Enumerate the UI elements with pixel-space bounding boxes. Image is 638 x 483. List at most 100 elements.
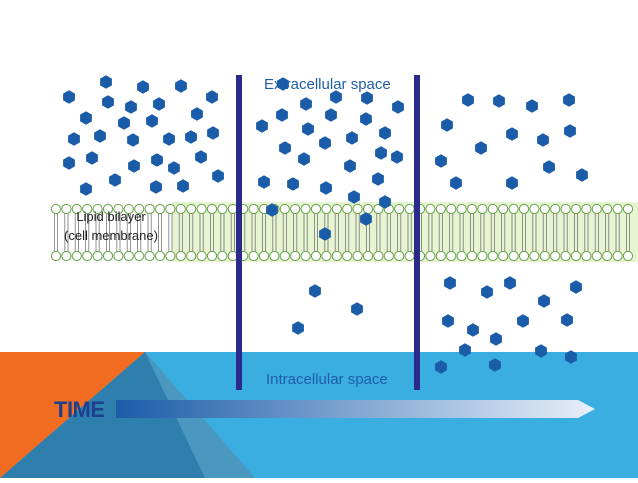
molecule	[279, 141, 291, 155]
lipid-head	[560, 203, 571, 215]
molecule	[127, 133, 139, 147]
molecule	[163, 132, 175, 146]
lipid-head	[248, 250, 259, 262]
molecule	[435, 154, 447, 168]
molecule	[185, 130, 197, 144]
lipid-head	[61, 203, 72, 215]
lipid-head	[342, 250, 353, 262]
lipid-head	[300, 203, 311, 215]
molecule	[146, 114, 158, 128]
molecule	[467, 323, 479, 337]
molecule	[475, 141, 487, 155]
molecule	[563, 93, 575, 107]
lipid-head	[290, 250, 301, 262]
lipid-head	[466, 203, 478, 215]
lipid-head	[82, 203, 93, 215]
lipid-head	[508, 250, 519, 262]
molecule	[276, 108, 288, 122]
lipid-head	[352, 250, 363, 262]
molecule	[435, 360, 447, 374]
molecule	[504, 276, 516, 290]
molecule	[302, 122, 314, 136]
lipid-head	[123, 203, 134, 215]
lipid-head	[498, 250, 509, 262]
lipid-bilayer-label: Lipid bilayer (cell membrane)	[52, 207, 170, 245]
molecule	[128, 159, 140, 173]
molecule	[118, 116, 130, 130]
molecule	[80, 111, 92, 125]
lipid-head	[342, 203, 353, 215]
lipid-head	[123, 250, 134, 262]
lipid-head	[217, 250, 228, 262]
molecule	[319, 136, 331, 150]
lipid-head	[622, 250, 634, 262]
lipid-head	[290, 203, 301, 215]
molecule	[375, 146, 387, 160]
molecule	[344, 159, 356, 173]
lipid-head	[300, 250, 311, 262]
molecule	[292, 321, 304, 335]
molecule	[379, 195, 391, 209]
molecule	[277, 77, 289, 91]
lipid-head	[310, 203, 322, 215]
lipid-head	[518, 250, 530, 262]
lipid-head	[373, 250, 384, 262]
lipid-bilayer-label-line1: Lipid bilayer	[76, 209, 146, 224]
lipid-head	[508, 203, 519, 215]
molecule	[379, 126, 391, 140]
lipid-head	[144, 250, 155, 262]
molecule	[450, 176, 462, 190]
molecule	[63, 156, 75, 170]
lipid-head	[581, 250, 592, 262]
lipid-head	[196, 203, 207, 215]
molecule	[506, 176, 518, 190]
molecule	[207, 126, 219, 140]
molecule	[298, 152, 310, 166]
lipid-head	[487, 250, 498, 262]
lipid-head	[466, 250, 478, 262]
lipid-head	[404, 250, 415, 262]
molecule	[538, 294, 550, 308]
lipid-head	[113, 203, 124, 215]
lipid-head	[570, 250, 582, 262]
lipid-head	[550, 203, 561, 215]
molecule	[391, 150, 403, 164]
molecule	[137, 80, 149, 94]
lipid-head	[477, 203, 488, 215]
lipid-head	[50, 250, 62, 262]
lipid-head	[498, 203, 509, 215]
lipid-head	[602, 203, 613, 215]
lipid-head	[591, 250, 602, 262]
molecule	[493, 94, 505, 108]
extracellular-space-label: Extracellular space	[264, 76, 391, 93]
lipid-head	[435, 250, 446, 262]
lipid-head	[50, 203, 62, 215]
lipid-head	[186, 250, 197, 262]
lipid-head	[102, 203, 114, 215]
molecule	[153, 97, 165, 111]
lipid-head	[581, 203, 592, 215]
lipid-head	[446, 250, 457, 262]
molecule	[489, 358, 501, 372]
lipid-head	[394, 203, 405, 215]
lipid-head	[529, 250, 540, 262]
lipid-bilayer	[50, 202, 638, 262]
lipid-head	[269, 250, 280, 262]
panel-dividers	[236, 75, 420, 390]
lipid-head	[394, 250, 405, 262]
molecule	[212, 169, 224, 183]
molecule	[330, 90, 342, 104]
lipid-head	[175, 250, 186, 262]
time-arrow-shape	[116, 400, 595, 418]
divider-left	[236, 75, 242, 390]
lipid-head	[186, 203, 197, 215]
lipid-head	[456, 203, 467, 215]
molecule	[526, 99, 538, 113]
molecule	[68, 132, 80, 146]
molecule	[444, 276, 456, 290]
lipid-head	[206, 250, 218, 262]
molecule	[561, 313, 573, 327]
lipid-head	[175, 203, 186, 215]
molecule	[151, 153, 163, 167]
